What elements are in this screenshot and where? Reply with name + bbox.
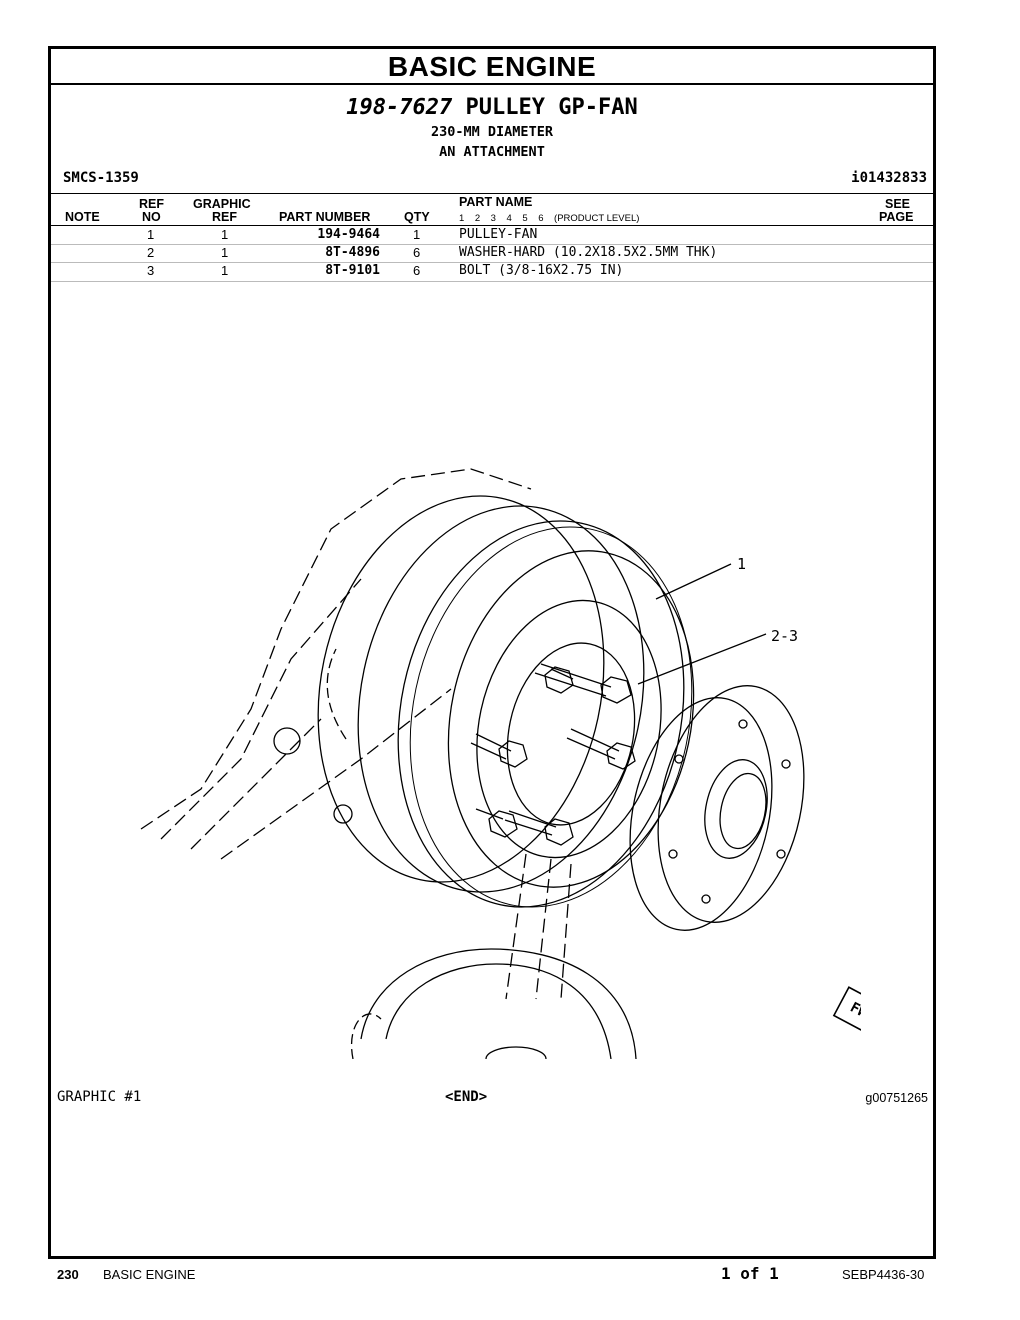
col-graphic-top: GRAPHIC xyxy=(193,197,251,211)
fwd-label: FWD xyxy=(847,999,861,1025)
page-of: 1 of 1 xyxy=(721,1264,779,1283)
graphic-id: g00751265 xyxy=(865,1091,928,1105)
col-see-top: SEE xyxy=(885,197,911,211)
callout-2-3: 2-3 xyxy=(771,627,798,645)
row-divider xyxy=(51,281,933,282)
row-qty: 6 xyxy=(413,245,421,260)
row-ref: 2 xyxy=(147,245,155,260)
bolt-icon xyxy=(504,810,574,846)
row-ref: 1 xyxy=(147,227,155,242)
exploded-view-illustration: 1 2-3 FWD xyxy=(140,468,861,1059)
row-ref: 3 xyxy=(147,263,155,278)
row-part-name: PULLEY-FAN xyxy=(459,227,538,242)
group-heading: 198-7627 PULLEY GP-FAN xyxy=(51,95,933,120)
col-note: NOTE xyxy=(65,210,100,224)
group-part-name: PULLEY GP-FAN xyxy=(465,95,638,120)
row-part-number: 8T-9101 xyxy=(325,263,380,278)
col-qty: QTY xyxy=(404,210,430,224)
col-product-levels: 1 2 3 4 5 6 (PRODUCT LEVEL) xyxy=(459,213,640,224)
bolt-icon xyxy=(475,808,518,838)
row-qty: 6 xyxy=(413,263,421,278)
col-ref-top: REF xyxy=(139,197,164,211)
page-number: 230 xyxy=(57,1267,79,1282)
section-title: BASIC ENGINE xyxy=(51,49,933,85)
bolt-icon xyxy=(544,666,574,694)
col-part-number: PART NUMBER xyxy=(279,210,371,224)
illustration-id: i01432833 xyxy=(851,170,927,186)
footer-section: BASIC ENGINE xyxy=(103,1267,196,1282)
callout-1: 1 xyxy=(737,555,746,573)
group-part-number: 198-7627 xyxy=(346,95,453,120)
table-header-rule xyxy=(51,225,933,226)
col-ref-bottom: NO xyxy=(142,210,161,224)
row-part-number: 194-9464 xyxy=(317,227,380,242)
bolt-icon xyxy=(470,733,528,768)
document-number: SEBP4436-30 xyxy=(842,1267,925,1282)
forward-arrow-icon xyxy=(832,986,861,1049)
row-part-name: BOLT (3/8-16X2.75 IN) xyxy=(459,263,624,278)
col-part-name: PART NAME xyxy=(459,195,533,209)
row-graphic: 1 xyxy=(221,227,229,242)
col-see-bottom: PAGE xyxy=(879,210,914,224)
row-divider xyxy=(51,244,933,245)
bolt-icon xyxy=(534,663,632,704)
row-part-number: 8T-4896 xyxy=(325,245,380,260)
row-graphic: 1 xyxy=(221,245,229,260)
row-qty: 1 xyxy=(413,227,421,242)
row-divider xyxy=(51,262,933,263)
bolt-icon xyxy=(566,728,636,770)
graphic-label: GRAPHIC #1 xyxy=(57,1089,142,1105)
page-frame: BASIC ENGINE 198-7627 PULLEY GP-FAN 230-… xyxy=(48,46,936,1259)
end-marker: <END> xyxy=(445,1089,488,1105)
group-description-1: 230-MM DIAMETER xyxy=(431,124,553,140)
row-part-name: WASHER-HARD (10.2X18.5X2.5MM THK) xyxy=(459,245,718,260)
col-graphic-bottom: REF xyxy=(212,210,237,224)
row-graphic: 1 xyxy=(221,263,229,278)
table-top-rule xyxy=(51,193,933,194)
group-description-2: AN ATTACHMENT xyxy=(439,144,545,160)
smcs-code: SMCS-1359 xyxy=(63,170,139,186)
